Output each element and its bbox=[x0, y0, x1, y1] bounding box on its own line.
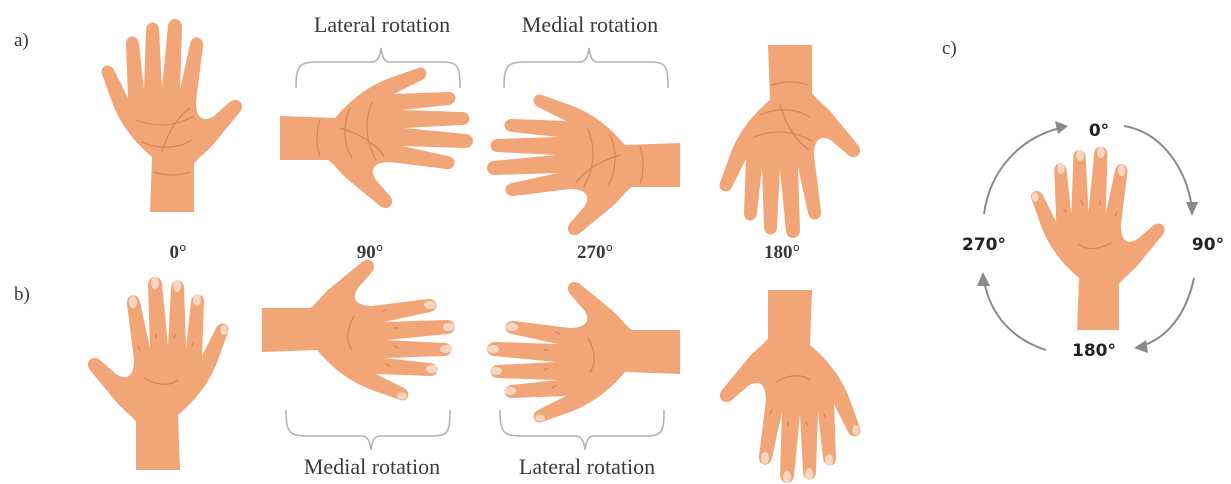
panel-label-b: b) bbox=[14, 284, 30, 305]
panel-label-c: c) bbox=[942, 38, 957, 59]
arrow-head bbox=[1055, 121, 1068, 134]
row-b-right-bracket bbox=[500, 410, 664, 450]
hand-icon bbox=[487, 94, 680, 235]
hand-icon bbox=[720, 290, 861, 483]
hand-icon bbox=[487, 282, 680, 423]
row-b-lateral-rotation-label: Lateral rotation bbox=[519, 454, 655, 479]
angle-label-0: 0° bbox=[169, 242, 186, 263]
cycle-label-bottom: 180° bbox=[1072, 341, 1116, 361]
row-b-left-bracket bbox=[286, 410, 450, 450]
hand-icon bbox=[719, 45, 860, 238]
row-a-lateral-rotation-label: Lateral rotation bbox=[314, 12, 450, 37]
panel-label-a: a) bbox=[14, 30, 29, 51]
hand-icon bbox=[1031, 147, 1165, 330]
cycle-label-top: 0° bbox=[1089, 121, 1109, 141]
curved-arrow-icon bbox=[1124, 126, 1192, 208]
row-a-right-bracket bbox=[504, 48, 668, 88]
curved-arrow-icon bbox=[984, 128, 1060, 214]
row-b-medial-rotation-label: Medial rotation bbox=[304, 454, 440, 479]
arrow-head bbox=[977, 272, 990, 286]
angle-label-270: 270° bbox=[577, 242, 613, 263]
hand-icon bbox=[280, 67, 473, 208]
curved-arrow-icon bbox=[984, 280, 1046, 350]
hand-icon bbox=[101, 19, 242, 212]
cycle-label-right: 90° bbox=[1192, 235, 1224, 255]
cycle-label-left: 270° bbox=[962, 235, 1006, 255]
row-a-medial-rotation-label: Medial rotation bbox=[522, 12, 658, 37]
rotation-cycle: 0° 90° 180° 270° bbox=[962, 121, 1224, 361]
hand-icon bbox=[262, 260, 455, 401]
arrow-head bbox=[1186, 202, 1198, 216]
curved-arrow-icon bbox=[1142, 278, 1194, 346]
angle-label-90: 90° bbox=[357, 242, 384, 263]
angle-label-180: 180° bbox=[764, 242, 800, 263]
hand-icon bbox=[88, 277, 229, 470]
row-a-left-bracket bbox=[296, 48, 460, 88]
arrow-head bbox=[1134, 340, 1148, 353]
